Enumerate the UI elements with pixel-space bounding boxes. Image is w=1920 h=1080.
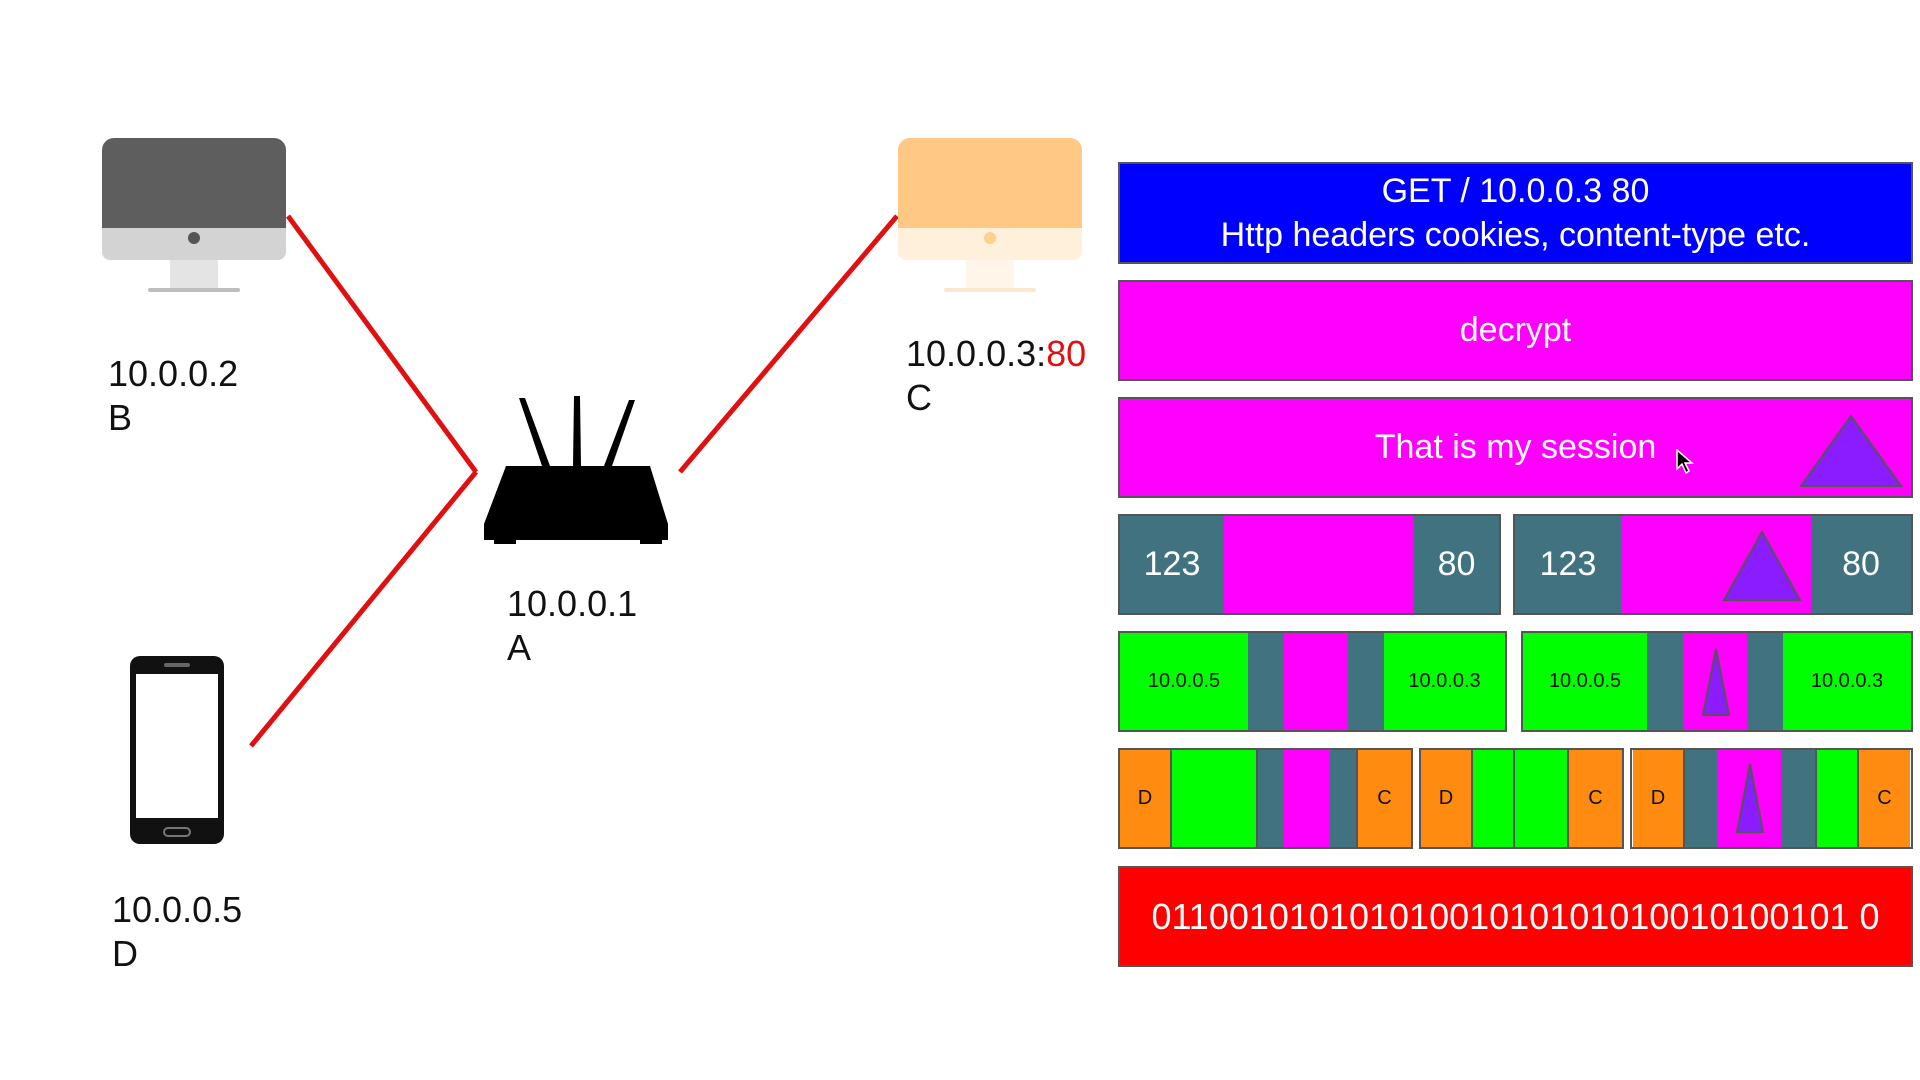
payload-triangle-icon [1735, 763, 1765, 833]
router-icon [484, 396, 668, 544]
ip-address: 10.0.0.3 [1810, 670, 1884, 692]
port-number: 80 [1437, 545, 1476, 583]
tcp-header [1330, 750, 1356, 847]
payload-triangle-icon [1722, 530, 1802, 601]
tcp-segment-row: 123 80 123 80 [1118, 514, 1913, 615]
frame-row: D C D C D C [1118, 748, 1913, 849]
payload-triangle-icon [1701, 648, 1731, 716]
tcp-header [1647, 633, 1683, 730]
tcp-payload [1224, 516, 1414, 613]
tcp-destination-port: 80 [1811, 516, 1911, 613]
mac-label: C [1588, 787, 1603, 809]
port-number: 80 [1842, 545, 1880, 583]
bitstream-layer: 01100101010101001010101010010100101 0 [1118, 866, 1913, 967]
node-label-c: 10.0.0.3:80 C [906, 332, 1086, 420]
decrypt-layer: decrypt [1118, 280, 1913, 381]
ip-header [1815, 750, 1857, 847]
ethernet-frame: D C [1419, 748, 1624, 849]
port-number: 123 [1143, 545, 1201, 583]
tcp-header [1258, 750, 1284, 847]
port-number: 123 [1539, 545, 1597, 583]
node-name: C [906, 377, 932, 418]
tcp-header [1348, 633, 1384, 730]
mac-label: C [1377, 787, 1392, 809]
packet-gap [1507, 631, 1521, 732]
tcp-source-port: 123 [1515, 516, 1621, 613]
ip-packet: 10.0.0.5 10.0.0.3 [1521, 631, 1913, 732]
node-ip: 10.0.0.5 [112, 889, 243, 930]
tcp-header [1747, 633, 1783, 730]
http-request-line: GET / 10.0.0.3 80 [1381, 172, 1650, 210]
ethernet-frame: D C [1118, 748, 1413, 849]
tcp-destination-port: 80 [1414, 516, 1499, 613]
ip-address: 10.0.0.5 [1147, 670, 1221, 692]
tcp-header [1685, 750, 1717, 847]
mac-destination: C [1567, 750, 1622, 847]
mac-label: C [1877, 787, 1892, 809]
ip-destination: 10.0.0.3 [1783, 633, 1911, 730]
mac-source: D [1421, 750, 1473, 847]
mac-destination: C [1356, 750, 1411, 847]
ip-source: 10.0.0.5 [1523, 633, 1647, 730]
smartphone-icon [130, 656, 224, 844]
node-label-a: 10.0.0.1 A [507, 582, 637, 670]
tcp-payload [1621, 516, 1811, 613]
mouse-cursor-icon [1676, 449, 1694, 475]
node-name: D [112, 933, 138, 974]
bitstream-value: 01100101010101001010101010010100101 0 [1151, 895, 1880, 937]
payload-triangle-icon [1799, 414, 1903, 487]
node-name: A [507, 627, 532, 668]
ip-address: 10.0.0.3 [1408, 670, 1481, 692]
node-label-d: 10.0.0.5 D [112, 888, 242, 976]
link-router-c [678, 214, 899, 474]
node-name: B [108, 397, 133, 438]
node-label-b: 10.0.0.2 B [108, 352, 238, 440]
mac-destination: C [1857, 750, 1910, 847]
desktop-computer-icon [102, 138, 286, 292]
tcp-segment: 123 80 [1513, 514, 1913, 615]
http-headers-line: Http headers cookies, content-type etc. [1220, 216, 1811, 254]
tcp-payload [1683, 633, 1747, 730]
decrypt-label: decrypt [1459, 311, 1572, 349]
ip-header [1473, 750, 1515, 847]
tcp-header [1248, 633, 1284, 730]
ethernet-frame: D C [1630, 748, 1913, 849]
mac-label: D [1438, 787, 1454, 809]
node-ip: 10.0.0.3:80 [906, 332, 1086, 376]
node-ip: 10.0.0.1 [507, 583, 638, 624]
tcp-segment: 123 80 [1118, 514, 1501, 615]
mac-label: D [1650, 787, 1666, 809]
tcp-payload [1284, 633, 1348, 730]
ip-packet-row: 10.0.0.5 10.0.0.3 10.0.0.5 10.0.0.3 [1118, 631, 1913, 732]
desktop-computer-icon [898, 138, 1082, 292]
ip-source: 10.0.0.5 [1120, 633, 1248, 730]
node-ip-address: 10.0.0.3: [906, 333, 1047, 374]
segment-gap [1501, 514, 1513, 615]
tcp-header [1781, 750, 1815, 847]
ip-destination: 10.0.0.3 [1384, 633, 1505, 730]
tcp-source-port: 123 [1120, 516, 1224, 613]
ip-header [1172, 750, 1258, 847]
ip-address: 10.0.0.5 [1548, 670, 1622, 692]
tcp-payload [1284, 750, 1330, 847]
ip-packet: 10.0.0.5 10.0.0.3 [1118, 631, 1507, 732]
mac-source: D [1120, 750, 1172, 847]
link-d-router [249, 470, 478, 748]
ip-header [1515, 750, 1567, 847]
node-ip: 10.0.0.2 [108, 353, 239, 394]
http-request-layer: GET / 10.0.0.3 80 Http headers cookies, … [1118, 162, 1913, 264]
link-b-router [285, 214, 479, 474]
session-label: That is my session [1374, 428, 1657, 466]
tcp-payload [1717, 750, 1781, 847]
node-port: 80 [1046, 333, 1087, 374]
mac-source: D [1633, 750, 1685, 847]
mac-label: D [1137, 787, 1153, 809]
session-layer: That is my session [1118, 397, 1913, 498]
